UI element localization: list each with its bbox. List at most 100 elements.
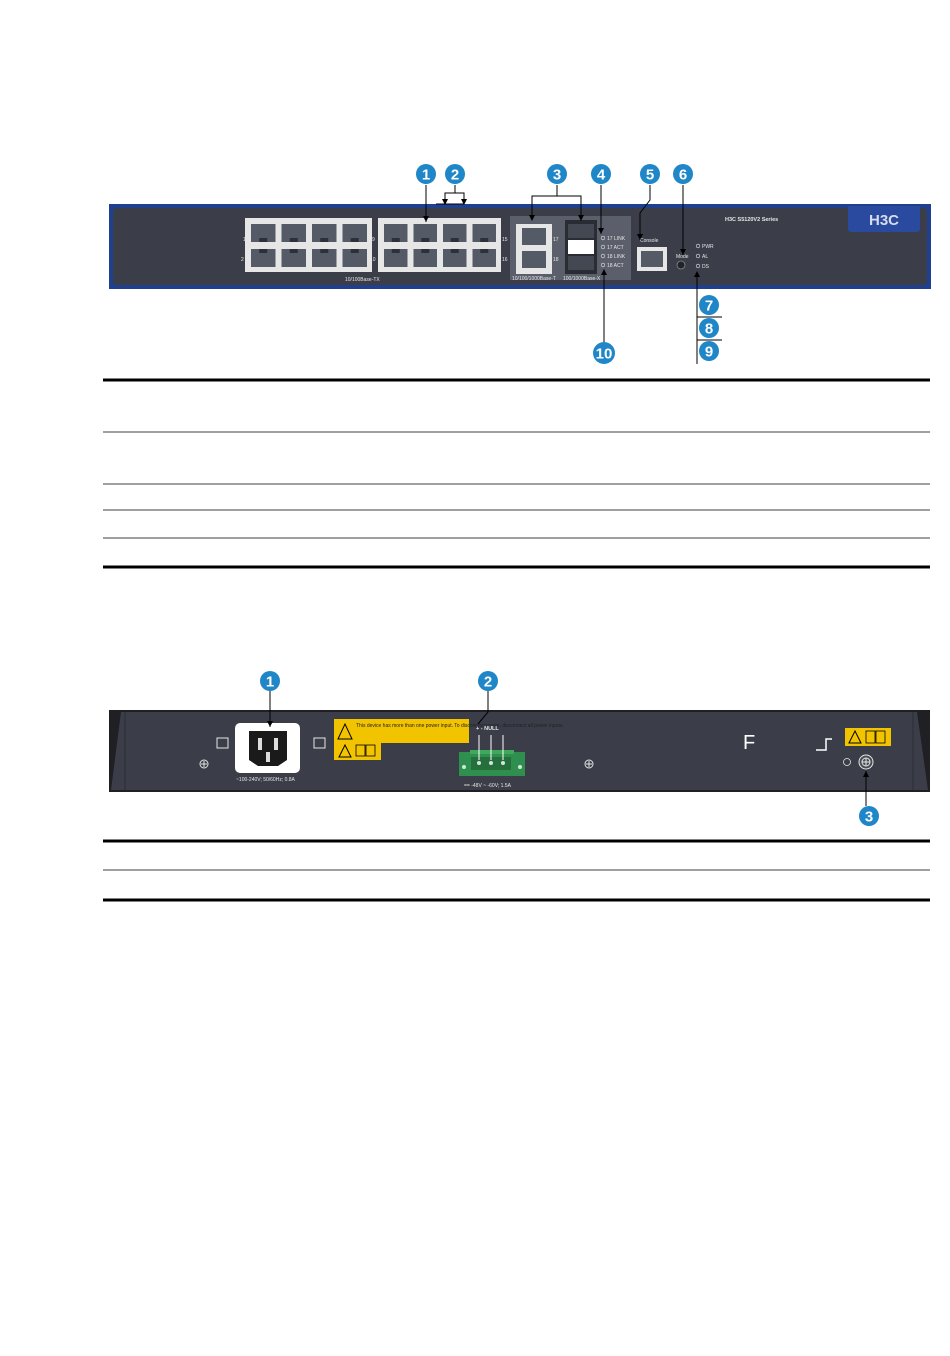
mode-button: Mode xyxy=(676,254,689,270)
rj45-port xyxy=(443,224,467,242)
rear-mark-step xyxy=(816,738,832,751)
port-num-15: 15 xyxy=(502,237,508,243)
rear-callout-1: 1 xyxy=(260,671,280,691)
rj45-latch xyxy=(480,238,489,242)
combo-num-18: 18 xyxy=(553,257,559,263)
rj45-port xyxy=(251,224,276,242)
front-callout-4: 4 xyxy=(591,164,611,184)
combo-area: 17 18 10/100/1000Base-T 100/1000Base-X xyxy=(510,216,631,282)
front-callout-1: 1 xyxy=(416,164,436,184)
rear-callout-2: 2 xyxy=(478,671,498,691)
rj45-port xyxy=(472,224,496,242)
combo-label-2: 100/1000Base-X xyxy=(563,276,601,282)
rj45-port xyxy=(443,249,467,267)
front-callout-6: 6 xyxy=(673,164,693,184)
rj45-port xyxy=(472,249,496,267)
svg-text:1: 1 xyxy=(422,167,430,184)
led-18-act: 18 ACT xyxy=(607,263,624,269)
front-callout-9: 9 xyxy=(699,341,719,361)
front-callout-2: 2 xyxy=(445,164,465,184)
warning-text: This device has more than one power inpu… xyxy=(356,723,564,729)
combo-num-17: 17 xyxy=(553,237,559,243)
dc-wire-lines xyxy=(478,735,504,760)
system-leds: PWR AL DS xyxy=(695,243,714,270)
port-num-9: 9 xyxy=(372,237,375,243)
svg-text:4: 4 xyxy=(597,167,606,184)
combo-label-1: 10/100/1000Base-T xyxy=(512,276,556,282)
rj45-port xyxy=(413,249,437,267)
dc-pin-labels: + - NULL xyxy=(476,726,499,732)
rj45-latch xyxy=(480,249,489,253)
rj45-latch xyxy=(289,249,298,253)
front-callout-3: 3 xyxy=(547,164,567,184)
rear-mark-f: F xyxy=(743,732,755,754)
rj45-port xyxy=(281,249,306,267)
port-num-10: 10 xyxy=(370,257,376,263)
svg-text:1: 1 xyxy=(266,674,274,691)
rear-panel-figure: ~100-240V; 50/60Hz; 0.8A This device has… xyxy=(109,671,930,826)
rj45-port xyxy=(384,249,408,267)
dc-rating-label: == -48V ~ -60V; 1.5A xyxy=(464,783,512,789)
front-callout-7: 7 xyxy=(699,295,719,315)
rear-screws xyxy=(199,759,594,769)
rj45-latch xyxy=(350,238,359,242)
front-panel-figure: H3C H3C S5120V2 Series 1 2 9 10 15 16 10… xyxy=(109,164,931,364)
port-num-2: 2 xyxy=(241,257,244,263)
rj45-latch xyxy=(391,249,400,253)
model-label: H3C S5120V2 Series xyxy=(725,217,778,223)
svg-text:9: 9 xyxy=(705,344,713,361)
svg-text:6: 6 xyxy=(679,167,687,184)
front-callout-5: 5 xyxy=(640,164,660,184)
rj45-port xyxy=(384,224,408,242)
rear-arrowheads xyxy=(267,721,869,777)
port-leds: 17 LINK 17 ACT 18 LINK 18 ACT xyxy=(600,235,626,269)
port-num-1: 1 xyxy=(243,237,246,243)
rear-callout-table xyxy=(103,839,930,902)
console-port: Console xyxy=(637,238,667,271)
mode-label: Mode xyxy=(676,254,689,260)
rj45-latch xyxy=(421,249,430,253)
svg-text:3: 3 xyxy=(865,809,873,826)
rear-callout-3: 3 xyxy=(859,806,879,826)
front-callout-table xyxy=(103,378,930,569)
svg-text:8: 8 xyxy=(705,321,713,338)
led-pwr: PWR xyxy=(702,244,714,250)
svg-text:10: 10 xyxy=(596,346,613,363)
led-17-act: 17 ACT xyxy=(607,245,624,251)
rj45-port xyxy=(342,224,367,242)
rj45-latch xyxy=(421,238,430,242)
rj45-latch xyxy=(450,249,459,253)
rj45-port xyxy=(413,224,437,242)
led-al: AL xyxy=(702,254,708,260)
rj45-latch xyxy=(259,238,268,242)
svg-text:5: 5 xyxy=(646,167,654,184)
svg-text:2: 2 xyxy=(484,674,492,691)
rj45-latch xyxy=(320,249,329,253)
rj45-latch xyxy=(259,249,268,253)
rj45-port xyxy=(312,249,337,267)
warning-label-multi-power: This device has more than one power inpu… xyxy=(334,719,564,760)
ac-power-inlet: ~100-240V; 50/60Hz; 0.8A xyxy=(216,723,326,783)
rj45-ports-9-16 xyxy=(384,224,496,267)
front-callout-10: 10 xyxy=(593,342,615,364)
rj45-port xyxy=(251,249,276,267)
port-num-16: 16 xyxy=(502,257,508,263)
rj45-ports-1-8 xyxy=(251,224,367,267)
svg-text:2: 2 xyxy=(451,167,459,184)
rj45-port xyxy=(281,224,306,242)
svg-text:3: 3 xyxy=(553,167,561,184)
front-arrowheads xyxy=(423,199,700,277)
rj45-latch xyxy=(450,238,459,242)
svg-text:7: 7 xyxy=(705,298,713,315)
ac-rating-label: ~100-240V; 50/60Hz; 0.8A xyxy=(236,777,296,783)
rj45-latch xyxy=(350,249,359,253)
port-group-label: 10/100Base-TX xyxy=(345,277,380,283)
led-18-link: 18 LINK xyxy=(607,254,626,260)
brand-logo: H3C xyxy=(869,212,899,229)
rj45-latch xyxy=(289,238,298,242)
led-ds: DS xyxy=(702,264,710,270)
dc-power-terminal: + - NULL == -48V ~ -60V; 1.5A xyxy=(459,726,525,789)
rj45-latch xyxy=(391,238,400,242)
grounding-terminal xyxy=(843,728,891,770)
rj45-port xyxy=(312,224,337,242)
